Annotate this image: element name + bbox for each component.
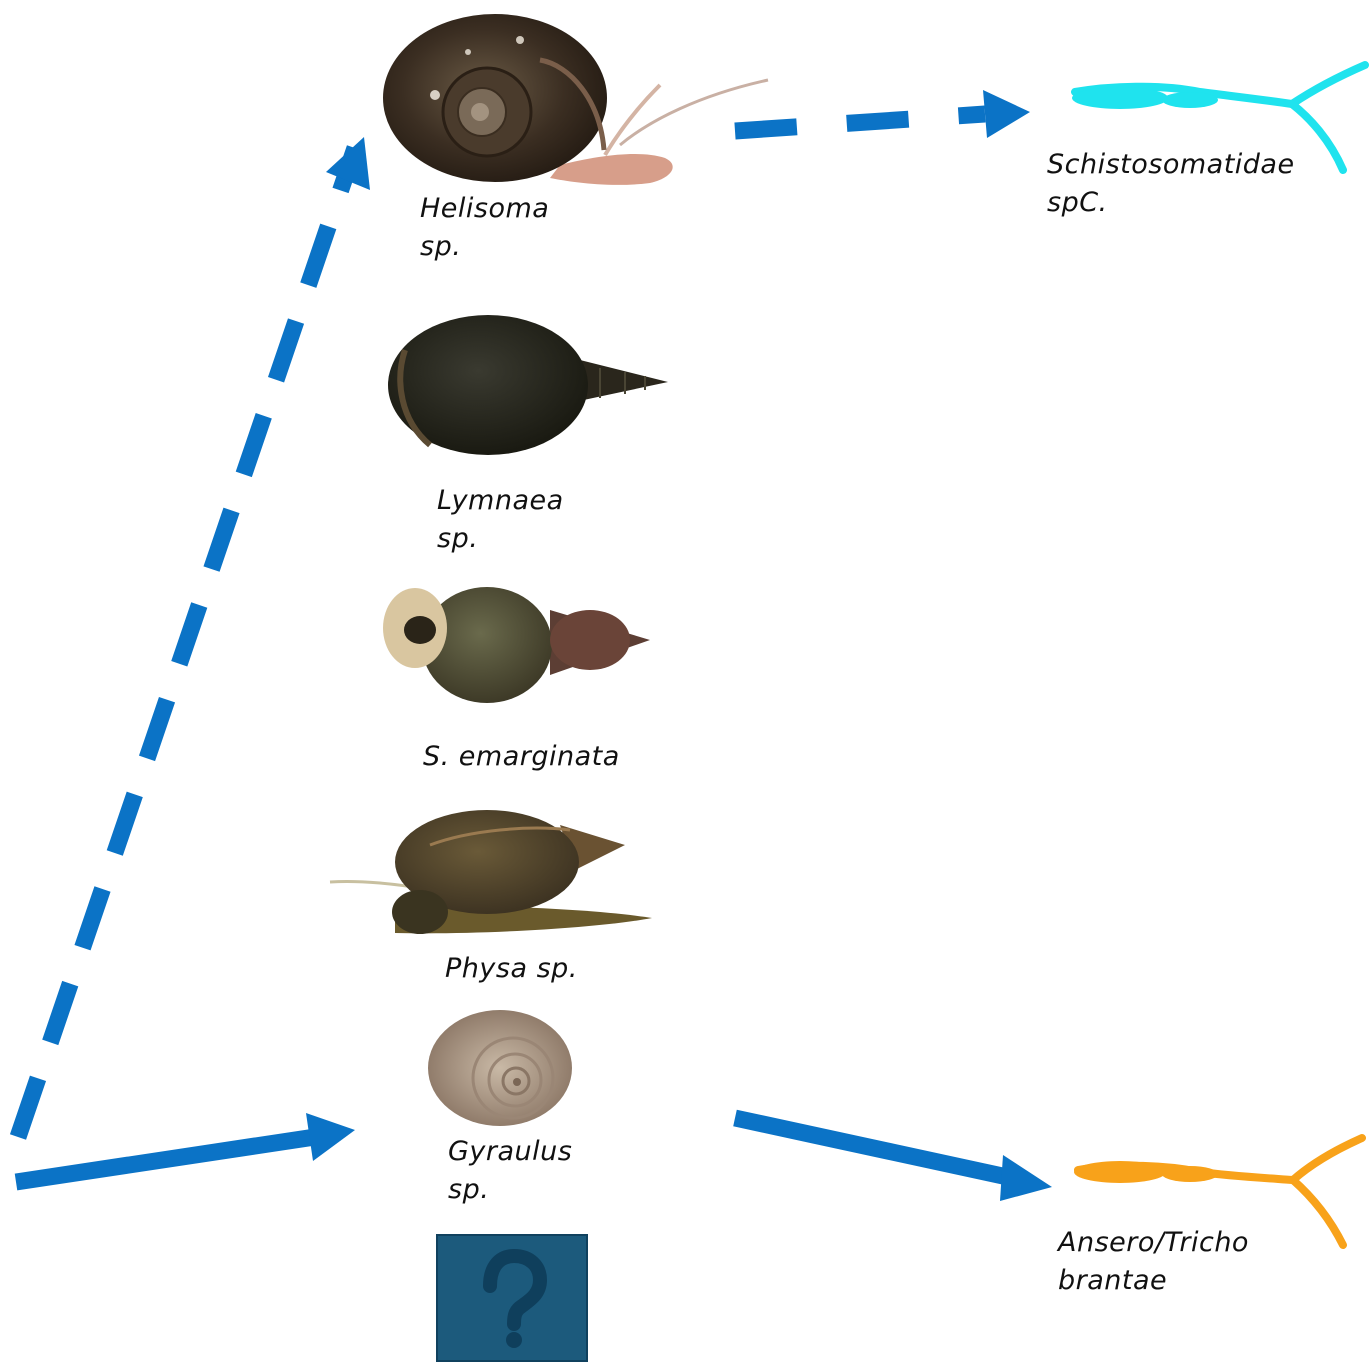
gyraulus-label-line2: sp. <box>448 1171 572 1209</box>
physa-snail-photo <box>330 810 652 934</box>
unknown-host-box <box>436 1234 588 1362</box>
brantae-label-line1: Ansero/Tricho <box>1058 1224 1249 1262</box>
helisoma-label: Helisoma sp. <box>420 190 549 266</box>
physa-label-line1: Physa sp. <box>445 950 578 988</box>
stagnicola-label-line1: S. emarginata <box>423 738 620 776</box>
lymnaea-label: Lymnaea sp. <box>437 482 564 558</box>
lymnaea-snail-photo <box>388 315 668 455</box>
lymnaea-label-line1: Lymnaea <box>437 482 564 520</box>
brantae-label: Ansero/Tricho brantae <box>1058 1224 1249 1300</box>
gyraulus-label-line1: Gyraulus <box>448 1133 572 1171</box>
gyraulus-snail-photo <box>428 1010 572 1126</box>
lymnaea-label-line2: sp. <box>437 520 564 558</box>
stagnicola-label: S. emarginata <box>423 738 620 776</box>
schistosomatidae-label-line1: Schistosomatidae <box>1047 146 1295 184</box>
physa-label: Physa sp. <box>445 950 578 988</box>
brantae-label-line2: brantae <box>1058 1262 1249 1300</box>
arrow-origin-to-gyraulus <box>16 1113 355 1182</box>
gyraulus-label: Gyraulus sp. <box>448 1133 572 1209</box>
arrow-helisoma-to-schistosomatidae <box>735 90 1030 138</box>
stagnicola-snail-photo <box>383 587 650 703</box>
helisoma-label-line1: Helisoma <box>420 190 549 228</box>
schistosomatidae-label: Schistosomatidae spC. <box>1047 146 1295 222</box>
helisoma-label-line2: sp. <box>420 228 549 266</box>
arrow-gyraulus-to-brantae <box>735 1118 1052 1201</box>
question-mark-icon <box>438 1236 586 1360</box>
arrow-origin-to-helisoma <box>18 137 370 1137</box>
helisoma-snail-photo <box>383 14 768 185</box>
schistosomatidae-label-line2: spC. <box>1047 184 1295 222</box>
